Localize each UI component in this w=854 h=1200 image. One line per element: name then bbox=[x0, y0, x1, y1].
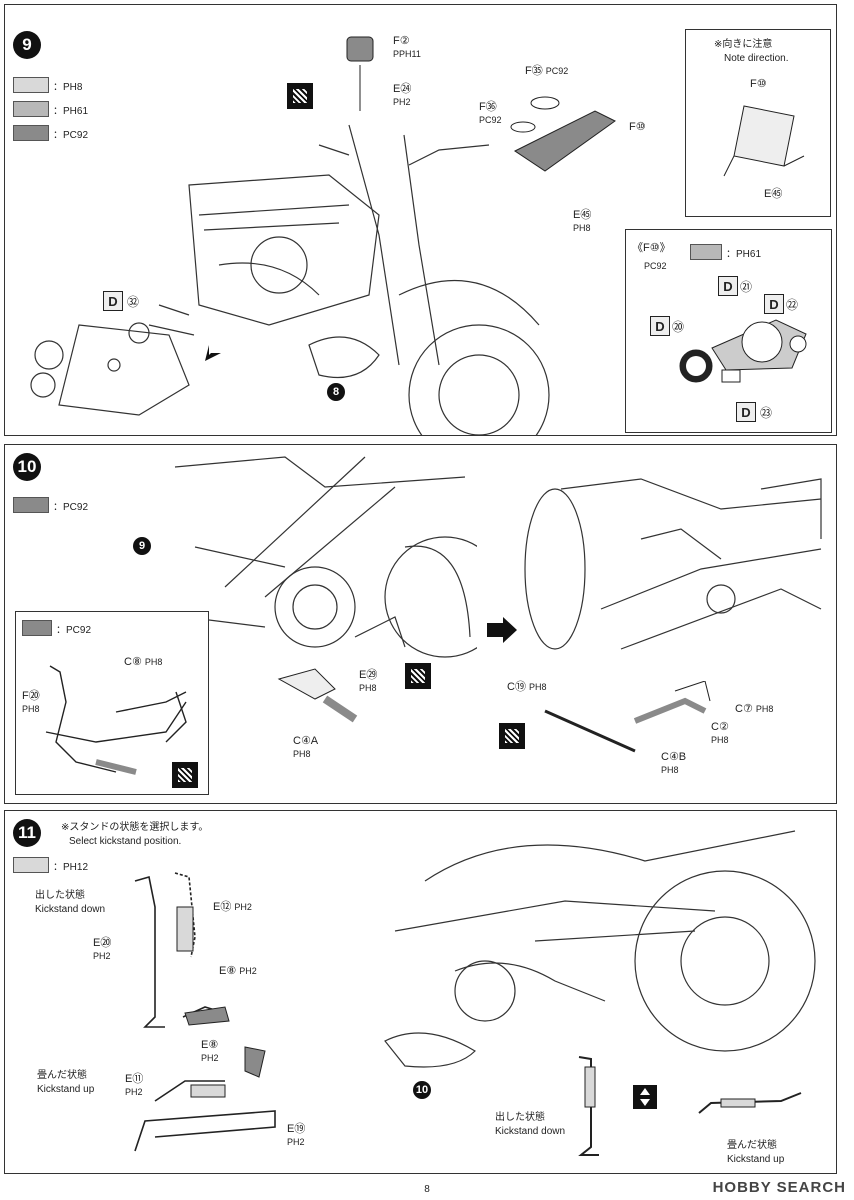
right-kickstand-up-en: Kickstand up bbox=[727, 1154, 785, 1165]
kickstand-up-en: Kickstand up bbox=[37, 1084, 95, 1095]
part-label-f35: F㉟ PC92 bbox=[525, 65, 569, 77]
decal-number: ㉜ bbox=[127, 295, 140, 309]
step-reference-8: 8 bbox=[327, 383, 345, 401]
kickstand-up-jp: 畳んだ状態 bbox=[37, 1070, 87, 1081]
part-tree-d-badge: D bbox=[764, 294, 784, 314]
step-10-panel: 10 ：PC92 9 ：PC92 bbox=[4, 444, 837, 804]
motorcycle-front-illustration bbox=[30, 124, 550, 435]
step-11-panel: 11 ※スタンドの状態を選択します。 Select kickstand posi… bbox=[4, 810, 837, 1174]
swatch-code: ：PC92 bbox=[53, 129, 89, 141]
frame-right-illustration bbox=[524, 478, 822, 650]
part-label-c7: C⑦ PH8 bbox=[735, 703, 774, 715]
swatch-mid-gray bbox=[13, 101, 49, 117]
inset-label-f10: F⑩ bbox=[750, 78, 767, 90]
watermark: HOBBY SEARCH bbox=[712, 1179, 846, 1196]
glue-icon bbox=[172, 762, 198, 788]
note-en: Note direction. bbox=[724, 53, 789, 64]
inset-label-e45: E㊺ bbox=[764, 188, 783, 200]
right-kickstand-down-illustration bbox=[578, 1056, 599, 1156]
step-9-panel: 9 ：PH8 ：PH61 ：PC92 bbox=[4, 4, 837, 436]
gauge-back-illustration bbox=[723, 105, 805, 177]
step-reference-10: 10 bbox=[413, 1081, 431, 1099]
part-tree-d-badge: D bbox=[736, 402, 756, 422]
glue-icon bbox=[405, 663, 431, 689]
right-kickstand-up-illustration bbox=[698, 1092, 802, 1114]
gauge-face-illustration bbox=[679, 319, 807, 383]
part-label-e8a: E⑧ PH2 bbox=[219, 965, 257, 977]
glue-icon bbox=[499, 723, 525, 749]
rod-parts-illustration bbox=[544, 681, 711, 753]
part-tree-d-badge: D bbox=[718, 276, 738, 296]
motorcycle-rear-illustration bbox=[384, 830, 816, 1068]
inset-ref: PC92 bbox=[644, 261, 667, 271]
part-tree-d-badge: D bbox=[103, 291, 123, 311]
kickstand-down-en: Kickstand down bbox=[35, 904, 106, 915]
kickstand-up-illustration bbox=[134, 1046, 276, 1152]
step-reference-9: 9 bbox=[133, 537, 151, 555]
color-swatch: ：PC92 bbox=[13, 125, 88, 141]
right-kickstand-up-jp: 畳んだ状態 bbox=[727, 1140, 777, 1151]
kickstand-down-illustration bbox=[134, 872, 230, 1028]
part-tree-d-badge: D bbox=[650, 316, 670, 336]
decal-number: ㉑ bbox=[740, 280, 753, 294]
color-swatch: ：PH12 bbox=[13, 857, 88, 873]
kickstand-down-jp: 出した状態 bbox=[35, 890, 85, 901]
note-jp: ※向きに注意 bbox=[714, 39, 773, 50]
decal-number: ㉒ bbox=[786, 298, 799, 312]
step-number: 10 bbox=[13, 453, 41, 481]
decal-number: ⑳ bbox=[672, 320, 685, 334]
right-kickstand-down-jp: 出した状態 bbox=[495, 1112, 545, 1123]
color-swatch: ：PC92 bbox=[13, 497, 88, 513]
direction-arrow-icon bbox=[205, 337, 227, 361]
color-swatch: ：PH8 bbox=[13, 77, 82, 93]
part-label-f10: F⑩ bbox=[629, 121, 646, 133]
frame-left-illustration bbox=[174, 456, 477, 658]
part-label-c19: C⑲ PH8 bbox=[507, 681, 547, 693]
swap-choice-icon bbox=[633, 1085, 657, 1109]
step-number: 11 bbox=[13, 819, 41, 847]
color-swatch: ：PC92 bbox=[22, 620, 91, 636]
direction-note-inset: ※向きに注意 Note direction. F⑩ E㊺ bbox=[685, 29, 831, 217]
swatch-code: ：PH8 bbox=[53, 81, 83, 93]
footpeg-parts-illustration bbox=[45, 665, 187, 775]
step-number: 9 bbox=[13, 31, 41, 59]
swatch-dark-gray bbox=[13, 125, 49, 141]
next-view-arrow-icon bbox=[487, 617, 517, 643]
swatch-light-gray bbox=[13, 77, 49, 93]
note-jp: ※スタンドの状態を選択します。 bbox=[61, 822, 209, 833]
note-en: Select kickstand position. bbox=[69, 836, 182, 847]
gauge-cluster-part bbox=[510, 96, 616, 172]
right-kickstand-down-en: Kickstand down bbox=[495, 1126, 566, 1137]
page-number: 8 bbox=[424, 1184, 430, 1195]
gauge-decal-inset: 《F⑩》 PC92 ：PH61 D ㉑ D ㉒ D ⑳ D ㉓ bbox=[625, 229, 832, 433]
glue-icon bbox=[287, 83, 313, 109]
part-label-e12: E⑫ PH2 bbox=[213, 901, 252, 913]
reservoir-cap-part bbox=[346, 36, 374, 111]
color-swatch: ：PH61 bbox=[13, 101, 88, 117]
swatch-code: ：PH61 bbox=[53, 105, 89, 117]
inset-part-label: 《F⑩》 bbox=[632, 242, 671, 254]
part-label-c8: C⑧ PH8 bbox=[124, 656, 163, 668]
decal-number: ㉓ bbox=[760, 406, 773, 420]
footpeg-e29-illustration bbox=[277, 668, 358, 723]
color-swatch: ：PH61 bbox=[690, 244, 761, 260]
